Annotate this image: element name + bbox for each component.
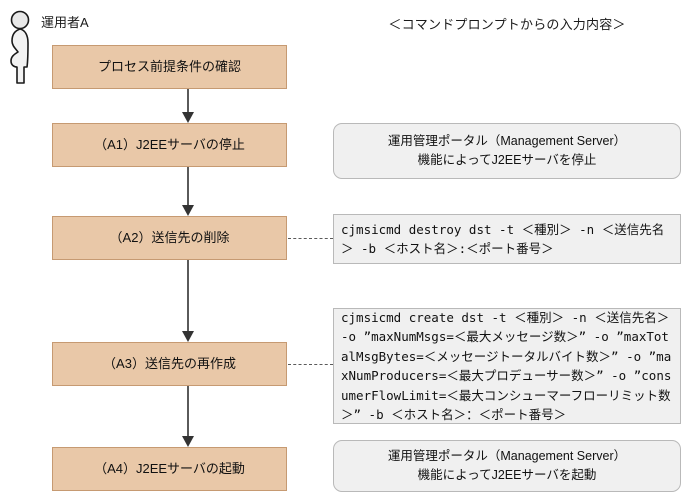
command-box-step-a2: cjmsicmd destroy dst -t ＜種別＞ -n ＜送信先名＞ -… — [333, 214, 681, 264]
note-line-1: 運用管理ポータル（Management Server） — [387, 134, 627, 148]
note-line-1: 運用管理ポータル（Management Server） — [387, 449, 627, 463]
dashed-link-a3-to-note — [288, 364, 333, 365]
flow-arrow-a2-to-a3 — [182, 260, 195, 342]
process-box-step-a4[interactable]: （A4）J2EEサーバの起動 — [52, 447, 287, 491]
note-text-a4: 運用管理ポータル（Management Server） 機能によってJ2EEサー… — [388, 447, 626, 485]
note-box-step-a4: 運用管理ポータル（Management Server） 機能によってJ2EEサー… — [333, 440, 681, 492]
note-line-2: 機能によってJ2EEサーバを起動 — [417, 468, 597, 482]
flow-arrow-a1-to-a2 — [182, 167, 195, 216]
process-box-step-a3[interactable]: （A3）送信先の再作成 — [52, 342, 287, 386]
process-box-step-a1[interactable]: （A1）J2EEサーバの停止 — [52, 123, 287, 167]
note-text-a1: 運用管理ポータル（Management Server） 機能によってJ2EEサー… — [388, 132, 626, 170]
note-box-step-a1: 運用管理ポータル（Management Server） 機能によってJ2EEサー… — [333, 123, 681, 179]
flow-arrow-a3-to-a4 — [182, 386, 195, 447]
process-box-step-0[interactable]: プロセス前提条件の確認 — [52, 45, 287, 89]
flow-arrow-0-to-a1 — [182, 89, 195, 123]
column-header: ＜コマンドプロンプトからの入力内容＞ — [388, 17, 626, 32]
command-box-step-a3: cjmsicmd create dst -t ＜種別＞ -n ＜送信先名＞ -o… — [333, 308, 681, 424]
actor-label: 運用者A — [41, 15, 89, 30]
person-standing-icon — [10, 10, 30, 84]
process-box-step-a2[interactable]: （A2）送信先の削除 — [52, 216, 287, 260]
dashed-link-a2-to-note — [288, 238, 333, 239]
note-line-2: 機能によってJ2EEサーバを停止 — [417, 153, 597, 167]
